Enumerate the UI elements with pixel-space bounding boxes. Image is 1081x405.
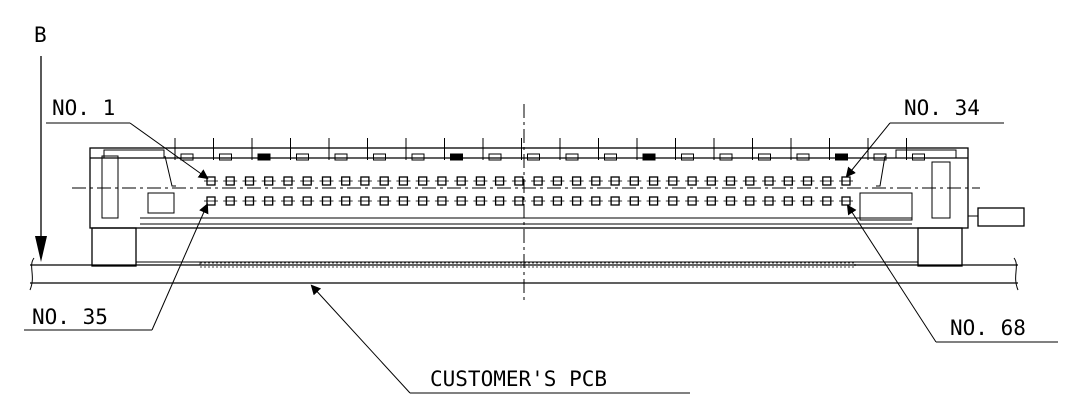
rib-cap [488,153,502,161]
svg-text:CUSTOMER'S PCB: CUSTOMER'S PCB [430,367,607,391]
rib-cap [257,153,271,161]
rib-cap [642,153,656,161]
connector-body [89,147,1025,267]
rib-cap [219,153,232,161]
rib-cap [450,153,463,161]
rib-cap [296,153,309,161]
rib-cap [835,153,848,161]
svg-text:NO. 35: NO. 35 [32,305,108,329]
pin-array [204,176,853,206]
rib-cap [758,153,771,161]
rib-cap [373,153,386,161]
svg-text:NO. 1: NO. 1 [52,96,115,120]
contact-ribs [174,138,925,161]
svg-text:NO. 34: NO. 34 [904,96,980,120]
svg-text:NO. 68: NO. 68 [950,316,1026,340]
rib-cap [334,153,348,161]
view-direction-arrow [35,56,47,262]
rib-cap [527,153,540,161]
callout-pin-35: NO. 35 [24,203,209,331]
rib-cap [796,153,810,161]
callout-pin-34: NO. 34 [845,96,1004,178]
rib-cap [565,153,579,161]
center-lines [72,104,980,302]
rib-cap [180,153,194,161]
rib-cap [681,153,694,161]
view-label: B [34,23,47,47]
rib-cap [873,153,887,161]
callout-pin-1: NO. 1 [46,96,209,180]
rib-cap [912,153,925,161]
callout-customer-pcb: CUSTOMER'S PCB [310,284,690,394]
rib-cap [604,153,617,161]
rib-cap [719,153,733,161]
callout-pin-68: NO. 68 [846,204,1058,343]
rib-cap [411,153,425,161]
